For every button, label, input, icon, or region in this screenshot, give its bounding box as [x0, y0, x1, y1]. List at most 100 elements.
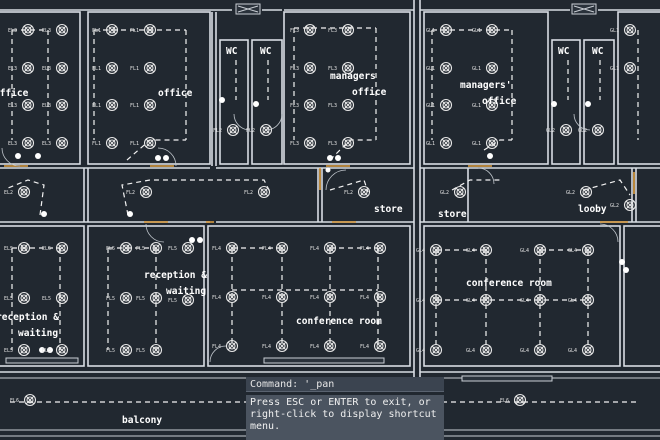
- fixture-symbol: [479, 243, 493, 257]
- fixture-inner-ring: [432, 296, 440, 304]
- fixture-label: GL4: [416, 248, 425, 254]
- fixture-inner-ring: [278, 244, 286, 252]
- fixture-symbol: [21, 23, 35, 37]
- fixture-label: FL4: [212, 344, 221, 350]
- fixture-cross: [441, 25, 451, 35]
- fixture-symbol: [341, 136, 355, 150]
- fixture-cross: [57, 138, 67, 148]
- fixture-symbol: [119, 291, 133, 305]
- fixture-inner-ring: [488, 26, 496, 34]
- fixture-symbol: [479, 293, 493, 307]
- fixture-inner-ring: [184, 244, 192, 252]
- fixture-symbol: [143, 61, 157, 75]
- light-fixture: FL2: [246, 123, 273, 137]
- light-fixture: EL5: [42, 291, 69, 305]
- fixture-cross: [375, 292, 385, 302]
- room-label-wc4: WC: [592, 46, 604, 57]
- fixture-symbol: [429, 293, 443, 307]
- fixture-symbol: [226, 123, 240, 137]
- fixture-cross: [625, 25, 635, 35]
- room-label-managers-office: managers: [330, 71, 376, 82]
- fixture-inner-ring: [626, 26, 634, 34]
- fixture-cross: [145, 138, 155, 148]
- light-fixture: FL4: [262, 290, 289, 304]
- room-label-reception-mid: waiting: [166, 286, 206, 297]
- light-fixture: GL4: [520, 243, 547, 257]
- fixture-symbol: [591, 123, 605, 137]
- light-fixture: EL3: [8, 98, 35, 112]
- light-fixture: FL1: [92, 23, 119, 37]
- fixture-inner-ring: [582, 188, 590, 196]
- fixture-symbol: [439, 23, 453, 37]
- fixture-label: FL4: [262, 344, 271, 350]
- fixture-cross: [561, 125, 571, 135]
- light-fixture: EL3: [8, 23, 35, 37]
- fixture-symbol: [485, 61, 499, 75]
- switches: [15, 97, 629, 353]
- fixture-inner-ring: [184, 296, 192, 304]
- fixture-cross: [151, 243, 161, 253]
- fixture-label: FL4: [212, 295, 221, 301]
- fixture-symbol: [225, 339, 239, 353]
- light-fixture: GL4: [520, 343, 547, 357]
- fixture-symbol: [303, 136, 317, 150]
- fixture-symbol: [55, 136, 69, 150]
- fixture-inner-ring: [482, 246, 490, 254]
- fixture-symbol: [579, 185, 593, 199]
- fixture-label: GL1: [472, 141, 481, 147]
- fixture-cross: [121, 293, 131, 303]
- fixture-label: FL3: [290, 103, 299, 109]
- room-label-office-left: office: [0, 88, 29, 99]
- fixture-symbol: [17, 241, 31, 255]
- fixture-cross: [107, 25, 117, 35]
- light-fixture: GL4: [416, 343, 443, 357]
- fixture-inner-ring: [360, 188, 368, 196]
- light-fixture: FL1: [130, 61, 157, 75]
- room-label-conference-mid: conference room: [296, 316, 382, 327]
- fixture-cross: [431, 245, 441, 255]
- light-fixture: FL1: [130, 98, 157, 112]
- fixture-label: GL1: [472, 66, 481, 72]
- light-fixture: FL4: [310, 241, 337, 255]
- command-line[interactable]: Command: '_pan: [246, 377, 444, 392]
- fixture-label: FL5: [136, 348, 145, 354]
- fixture-inner-ring: [442, 64, 450, 72]
- fixture-label: GL4: [520, 348, 529, 354]
- fixture-symbol: [623, 198, 637, 212]
- room-label-office-mid: office: [158, 88, 193, 99]
- light-fixture: FL5: [168, 241, 195, 255]
- fixture-inner-ring: [58, 346, 66, 354]
- fixture-label: GL4: [466, 298, 475, 304]
- fixture-symbol: [275, 241, 289, 255]
- fixture-inner-ring: [442, 101, 450, 109]
- light-fixture: EL3: [42, 61, 69, 75]
- fixture-cross: [535, 295, 545, 305]
- fixture-symbol: [55, 98, 69, 112]
- light-fixture: GL4: [416, 243, 443, 257]
- fixture-label: EL5: [42, 246, 51, 252]
- fixture-cross: [23, 138, 33, 148]
- fixture-symbol: [303, 98, 317, 112]
- fixture-symbol: [105, 61, 119, 75]
- fixture-label: FL1: [130, 103, 139, 109]
- fixture-label: GL4: [466, 248, 475, 254]
- fixture-cross: [57, 243, 67, 253]
- fixture-label: FL4: [310, 295, 319, 301]
- light-fixture: FL4: [212, 290, 239, 304]
- fixture-symbol: [105, 136, 119, 150]
- fixture-label: FL5: [136, 246, 145, 252]
- light-fixture: EL5: [4, 343, 31, 357]
- fixture-symbol: [21, 136, 35, 150]
- light-fixture: FL4: [360, 290, 387, 304]
- fixture-inner-ring: [482, 296, 490, 304]
- light-fixture: FL1: [92, 61, 119, 75]
- fixture-symbol: [581, 293, 595, 307]
- fixture-cross: [141, 187, 151, 197]
- fixture-symbol: [303, 61, 317, 75]
- fixture-cross: [277, 292, 287, 302]
- fixture-symbol: [259, 123, 273, 137]
- light-fixture: GL1: [472, 61, 499, 75]
- light-fixture: FL1: [92, 98, 119, 112]
